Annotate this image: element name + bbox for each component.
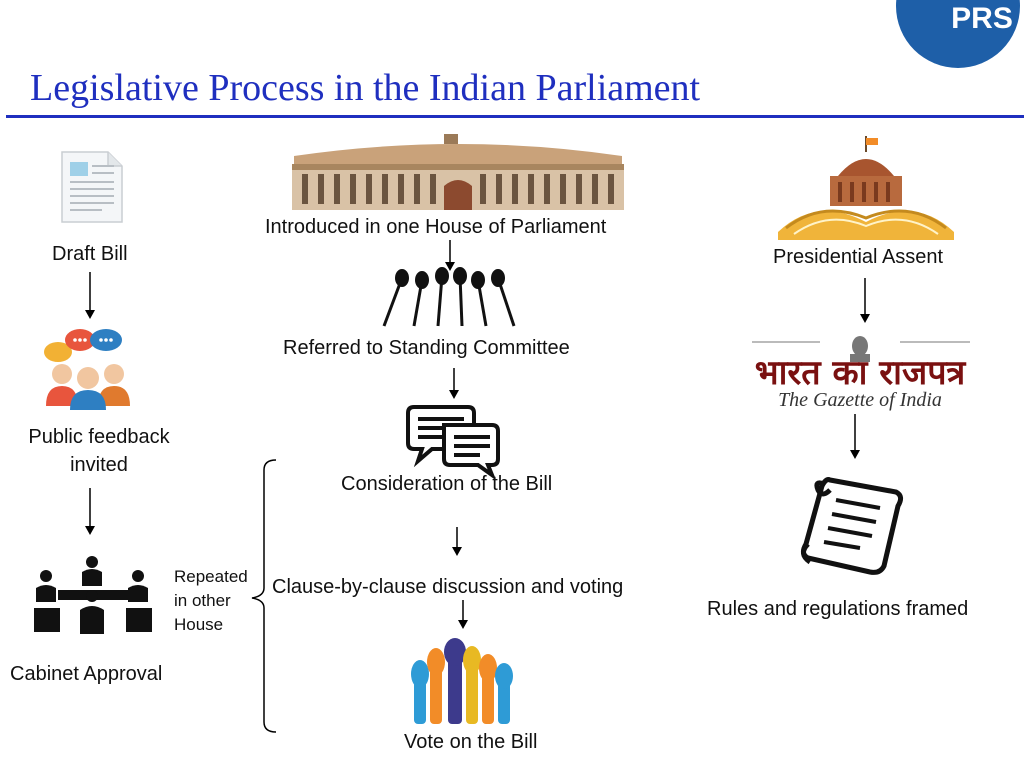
repeated-bracket <box>251 459 277 733</box>
public-feedback-line1: Public feedback <box>28 426 170 448</box>
title-underline <box>6 115 1024 118</box>
clause-by-clause-label: Clause-by-clause discussion and voting <box>272 576 624 598</box>
draft-bill-document-icon <box>61 151 123 223</box>
parliament-building-icon <box>292 134 624 210</box>
scroll-document-icon <box>800 477 904 575</box>
arrow-feedback-to-cabinet <box>85 488 95 535</box>
introduced-label: Introduced in one House of Parliament <box>265 216 607 238</box>
vote-on-bill-label: Vote on the Bill <box>404 731 538 753</box>
consideration-label: Consideration of the Bill <box>341 473 553 495</box>
prs-logo: PRS <box>896 0 1020 68</box>
public-feedback-label: Public feedback invited <box>10 423 188 479</box>
national-emblem-icon <box>850 336 870 362</box>
arrow-draft-to-feedback <box>85 272 95 319</box>
gazette-english-title: The Gazette of India <box>778 389 942 411</box>
cabinet-approval-label: Cabinet Approval <box>10 663 163 685</box>
raised-hands-icon <box>411 638 513 724</box>
arrow-gazette-to-rules <box>850 414 860 459</box>
repeated-line1: Repeated <box>174 567 248 586</box>
draft-bill-label: Draft Bill <box>52 243 128 265</box>
microphones-icon <box>382 267 516 327</box>
public-feedback-people-icon <box>44 329 130 410</box>
arrow-clause-to-vote <box>458 600 468 629</box>
discussion-bubbles-icon <box>406 405 500 481</box>
gazette-of-india-masthead: भारत का राजपत्र The Gazette of India <box>752 336 970 411</box>
arrow-introduced-to-committee <box>445 240 455 271</box>
presidential-assent-label: Presidential Assent <box>773 246 944 268</box>
referred-label: Referred to Standing Committee <box>283 337 570 359</box>
arrow-consideration-to-clause <box>452 527 462 556</box>
repeated-in-other-house-label: Repeated in other House <box>174 565 248 637</box>
prs-logo-text: PRS <box>951 2 1013 35</box>
page-title: Legislative Process in the Indian Parlia… <box>30 67 701 109</box>
repeated-line2: in other <box>174 591 231 610</box>
arrow-committee-to-consideration <box>449 368 459 399</box>
presidential-assent-icon <box>778 136 954 240</box>
repeated-line3: House <box>174 615 224 634</box>
arrow-assent-to-gazette <box>860 278 870 323</box>
cabinet-meeting-icon <box>34 556 152 634</box>
gazette-hindi-title: भारत का राजपत्र <box>755 353 967 393</box>
public-feedback-line2: invited <box>70 454 128 476</box>
rules-regulations-label: Rules and regulations framed <box>707 598 969 620</box>
